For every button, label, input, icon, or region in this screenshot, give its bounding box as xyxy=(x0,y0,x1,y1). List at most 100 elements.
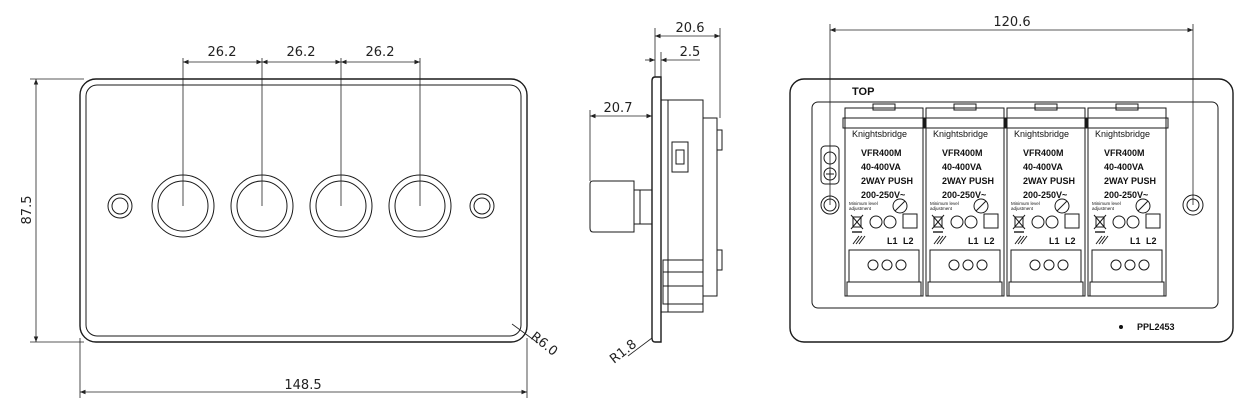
terminal-l2: L2 xyxy=(903,236,914,246)
weee-bin-icon xyxy=(850,214,864,233)
module-rating: 40-400VA xyxy=(1104,162,1144,172)
dim-pitch-1: 26.2 xyxy=(208,45,237,60)
module-mode: 2WAY PUSH xyxy=(942,176,994,186)
part-number: PPL2453 xyxy=(1137,322,1175,332)
module-voltage: 200-250V~ xyxy=(1023,190,1067,200)
fixing-screw-right xyxy=(469,193,495,219)
terminal-l1: L1 xyxy=(968,236,979,246)
module-min-level-1: Minimum level xyxy=(930,201,959,206)
side-knob-dimension-lines xyxy=(589,110,652,181)
module-brand: Knightsbridge xyxy=(933,129,988,139)
dim-fixing-centres: 120.6 xyxy=(993,15,1030,30)
ce-mark-icon xyxy=(1031,215,1059,229)
earth-symbol-icon xyxy=(852,235,866,245)
earth-symbol-icon xyxy=(1014,235,1028,245)
dim-pitch-2: 26.2 xyxy=(287,45,316,60)
module-brand: Knightsbridge xyxy=(1095,129,1150,139)
top-label: TOP xyxy=(852,86,874,98)
rcd-icon xyxy=(1145,213,1161,229)
rcd-icon xyxy=(1064,213,1080,229)
weee-bin-icon xyxy=(931,214,945,233)
terminal-screws xyxy=(867,259,907,271)
rcd-icon xyxy=(902,213,918,229)
terminal-screws xyxy=(1029,259,1069,271)
weee-bin-icon xyxy=(1012,214,1026,233)
corner-radius-leader xyxy=(511,323,539,344)
ce-mark-icon xyxy=(950,215,978,229)
rear-plate-recess xyxy=(811,101,1219,309)
module-brand: Knightsbridge xyxy=(1014,129,1069,139)
rear-plate-outline xyxy=(789,78,1234,343)
rear-fixing-hole-right xyxy=(1182,194,1204,216)
fixing-screw-left xyxy=(107,193,133,219)
rear-view: 120.6 TOP Knightsbridge VFR400M 40-400VA xyxy=(789,15,1234,343)
dimmer-module-2: Knightsbridge VFR400M 40-400VA 2WAY PUSH… xyxy=(923,103,1007,297)
dim-width: 148.5 xyxy=(284,378,321,393)
front-view: 26.2 26.2 26.2 87.5 148.5 R6.0 xyxy=(20,45,560,398)
edge-radius-leader xyxy=(627,337,653,357)
module-rating: 40-400VA xyxy=(1023,162,1063,172)
terminal-l2: L2 xyxy=(1065,236,1076,246)
height-dimension-lines xyxy=(30,78,84,343)
terminal-l2: L2 xyxy=(1146,236,1157,246)
dim-total-depth: 20.6 xyxy=(676,21,705,36)
module-rating: 40-400VA xyxy=(942,162,982,172)
earth-symbol-icon xyxy=(933,235,947,245)
terminal-l1: L1 xyxy=(1049,236,1060,246)
rcd-icon xyxy=(983,213,999,229)
side-knob xyxy=(589,180,653,233)
pitch-dimension-lines xyxy=(182,58,421,206)
module-mode: 2WAY PUSH xyxy=(861,176,913,186)
module-voltage: 200-250V~ xyxy=(942,190,986,200)
module-model: VFR400M xyxy=(861,148,902,158)
module-min-level-2: adjustment xyxy=(849,206,872,211)
module-voltage: 200-250V~ xyxy=(1104,190,1148,200)
module-model: VFR400M xyxy=(942,148,983,158)
terminal-l1: L1 xyxy=(1130,236,1141,246)
module-mode: 2WAY PUSH xyxy=(1023,176,1075,186)
dim-edge-radius: R1.8 xyxy=(607,337,640,367)
module-min-level-1: Minimum level xyxy=(849,201,878,206)
module-mode: 2WAY PUSH xyxy=(1104,176,1156,186)
module-min-level-1: Minimum level xyxy=(1092,201,1121,206)
module-rating: 40-400VA xyxy=(861,162,901,172)
module-model: VFR400M xyxy=(1023,148,1064,158)
dimmer-module-4: Knightsbridge VFR400M 40-400VA 2WAY PUSH… xyxy=(1085,103,1169,297)
side-plate xyxy=(651,76,662,343)
module-brand: Knightsbridge xyxy=(852,129,907,139)
terminal-l1: L1 xyxy=(887,236,898,246)
terminal-screws xyxy=(948,259,988,271)
adjustment-pot-icon xyxy=(973,198,989,214)
side-depth-dimension-lines xyxy=(654,28,721,118)
dim-pitch-3: 26.2 xyxy=(366,45,395,60)
side-plate-dimension-lines xyxy=(645,52,700,77)
side-mechanism xyxy=(661,99,718,313)
dim-knob-projection: 20.7 xyxy=(604,101,633,116)
side-view: 20.6 2.5 20.7 R1.8 xyxy=(589,21,723,367)
adjustment-pot-icon xyxy=(892,198,908,214)
module-model: VFR400M xyxy=(1104,148,1145,158)
weee-bin-icon xyxy=(1093,214,1107,233)
rear-fixing-hole-left xyxy=(820,145,840,215)
earth-symbol-icon xyxy=(1095,235,1109,245)
terminal-screws xyxy=(1110,259,1150,271)
dim-corner-radius: R6.0 xyxy=(528,329,561,359)
terminal-l2: L2 xyxy=(984,236,995,246)
module-min-level-2: adjustment xyxy=(1092,206,1115,211)
width-dimension-lines xyxy=(79,338,528,398)
pin-marker-icon xyxy=(1119,325,1123,329)
front-plate-inner-edge xyxy=(85,84,522,337)
module-min-level-1: Minimum level xyxy=(1011,201,1040,206)
dim-height: 87.5 xyxy=(20,196,35,225)
module-voltage: 200-250V~ xyxy=(861,190,905,200)
ce-mark-icon xyxy=(1112,215,1140,229)
dimmer-module-1: Knightsbridge VFR400M 40-400VA 2WAY PUSH… xyxy=(842,103,926,297)
front-plate-outline xyxy=(79,78,528,343)
module-min-level-2: adjustment xyxy=(1011,206,1034,211)
dimmer-module-3: Knightsbridge VFR400M 40-400VA 2WAY PUSH… xyxy=(1004,103,1088,297)
adjustment-pot-icon xyxy=(1054,198,1070,214)
dim-plate-thickness: 2.5 xyxy=(680,45,701,60)
module-min-level-2: adjustment xyxy=(930,206,953,211)
